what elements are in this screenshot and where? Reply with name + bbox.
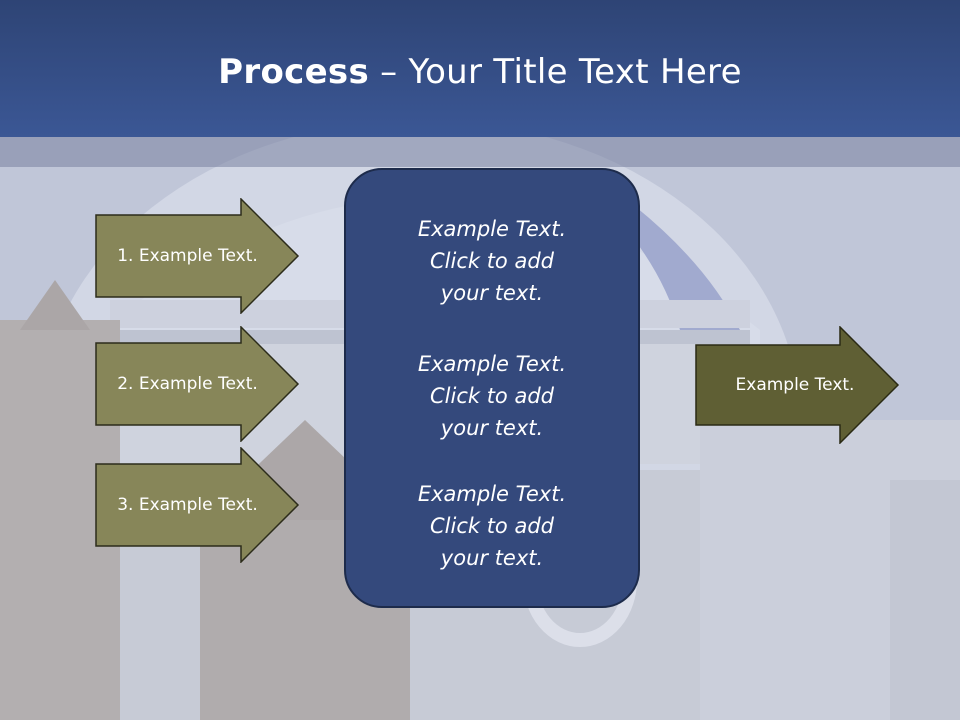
center-paragraph-1: Example Text. Click to add your text.	[344, 213, 640, 309]
arrow-shape	[95, 326, 300, 442]
center-paragraph-3: Example Text. Click to add your text.	[344, 478, 640, 574]
paragraph-line: your text.	[440, 281, 544, 305]
paragraph-line: Example Text.	[417, 482, 567, 506]
slide-title[interactable]: Process – Your Title Text Here	[0, 52, 960, 92]
left-arrow-3-label: 3. Example Text.	[117, 495, 258, 515]
left-arrow-1[interactable]: 1. Example Text.	[95, 198, 300, 314]
left-arrow-3[interactable]: 3. Example Text.	[95, 447, 300, 563]
title-rest: – Your Title Text Here	[369, 52, 742, 92]
right-arrow[interactable]: Example Text.	[695, 326, 900, 444]
left-arrow-1-label: 1. Example Text.	[117, 246, 258, 266]
paragraph-line: Example Text.	[417, 217, 567, 241]
right-arrow-label: Example Text.	[735, 375, 855, 395]
left-arrow-2[interactable]: 2. Example Text.	[95, 326, 300, 442]
title-sub-band	[0, 137, 960, 167]
arrow-shape	[95, 198, 300, 314]
arrow-shape	[695, 326, 900, 444]
left-arrow-2-label: 2. Example Text.	[117, 374, 258, 394]
arrow-shape	[95, 447, 300, 563]
paragraph-line: Click to add	[429, 384, 554, 408]
center-paragraph-2: Example Text. Click to add your text.	[344, 348, 640, 444]
paragraph-line: Click to add	[429, 514, 554, 538]
paragraph-line: your text.	[440, 416, 544, 440]
title-bar	[0, 0, 960, 137]
center-text-box[interactable]	[344, 168, 640, 608]
paragraph-line: your text.	[440, 546, 544, 570]
paragraph-line: Click to add	[429, 249, 554, 273]
paragraph-line: Example Text.	[417, 352, 567, 376]
title-bold: Process	[218, 52, 370, 92]
